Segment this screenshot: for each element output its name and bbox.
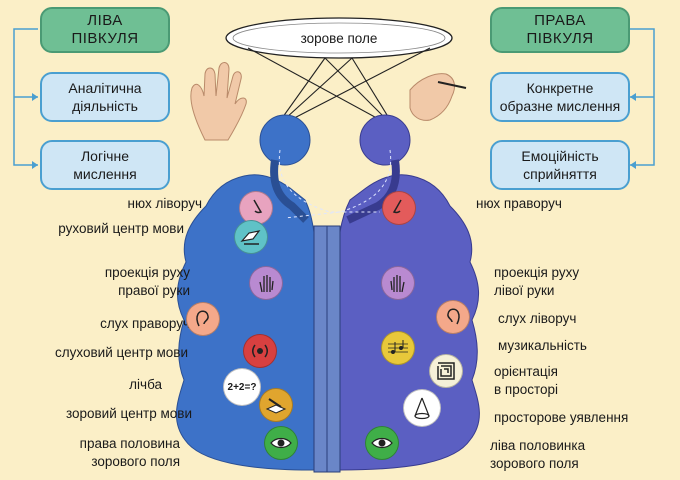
left-hemisphere-title: ЛІВА ПІВКУЛЯ xyxy=(40,7,170,53)
right-hand-drawing xyxy=(409,73,467,121)
hand-icon xyxy=(249,266,283,300)
counting-icon: 2+2=? xyxy=(223,368,261,406)
right-hemisphere xyxy=(339,174,480,471)
label-smell-right: нюх праворуч xyxy=(476,196,562,211)
right-eye-bulb xyxy=(359,114,411,166)
music-icon xyxy=(381,331,415,365)
cone-icon xyxy=(403,389,441,427)
label-right-visual-half: права половина зорового поля xyxy=(79,436,180,469)
eye-icon xyxy=(264,426,298,460)
reading-icon xyxy=(259,388,293,422)
label-auditory-speech: слуховий центр мови xyxy=(55,345,188,360)
left-eye-bulb xyxy=(259,114,311,166)
visual-field-ellipse xyxy=(225,17,453,59)
speech-icon xyxy=(234,220,268,254)
label-orientation: орієнтація в просторі xyxy=(494,364,559,397)
label-left-hand: проекція руху лівої руки xyxy=(494,265,580,298)
nose-icon xyxy=(239,191,273,225)
nose-icon xyxy=(382,191,416,225)
left-box-logic: Логічне мислення xyxy=(40,140,170,190)
label-hearing-left: слух ліворуч xyxy=(498,311,577,326)
right-hemisphere-title: ПРАВА ПІВКУЛЯ xyxy=(490,7,630,53)
label-visual-speech: зоровий центр мови xyxy=(65,406,192,421)
sound-icon xyxy=(243,334,277,368)
label-spatial-imagination: просторове уявлення xyxy=(494,410,629,425)
right-box-emotion: Емоційність сприйняття xyxy=(490,140,630,190)
ear-icon xyxy=(436,300,470,334)
label-left-visual-half: ліва половинка зорового поля xyxy=(490,438,586,471)
ear-icon xyxy=(186,302,220,336)
label-right-hand: проекція руху правої руки xyxy=(104,265,190,298)
label-musicality: музикальність xyxy=(498,338,587,353)
left-box-analytic: Аналітична діяльність xyxy=(40,72,170,122)
maze-icon xyxy=(429,354,463,388)
hand-icon xyxy=(381,266,415,300)
left-hand-drawing xyxy=(190,62,247,141)
label-speech-motor: руховий центр мови xyxy=(58,221,184,236)
counting-icon-text: 2+2=? xyxy=(227,381,257,393)
right-box-concrete: Конкретне образне мислення xyxy=(490,72,630,122)
label-smell-left: нюх ліворуч xyxy=(127,196,202,211)
label-hearing-right: слух праворуч xyxy=(100,316,190,331)
visual-field-label: зорове поле xyxy=(300,30,378,46)
label-counting: лічба xyxy=(129,377,162,392)
eye-icon xyxy=(365,426,399,460)
